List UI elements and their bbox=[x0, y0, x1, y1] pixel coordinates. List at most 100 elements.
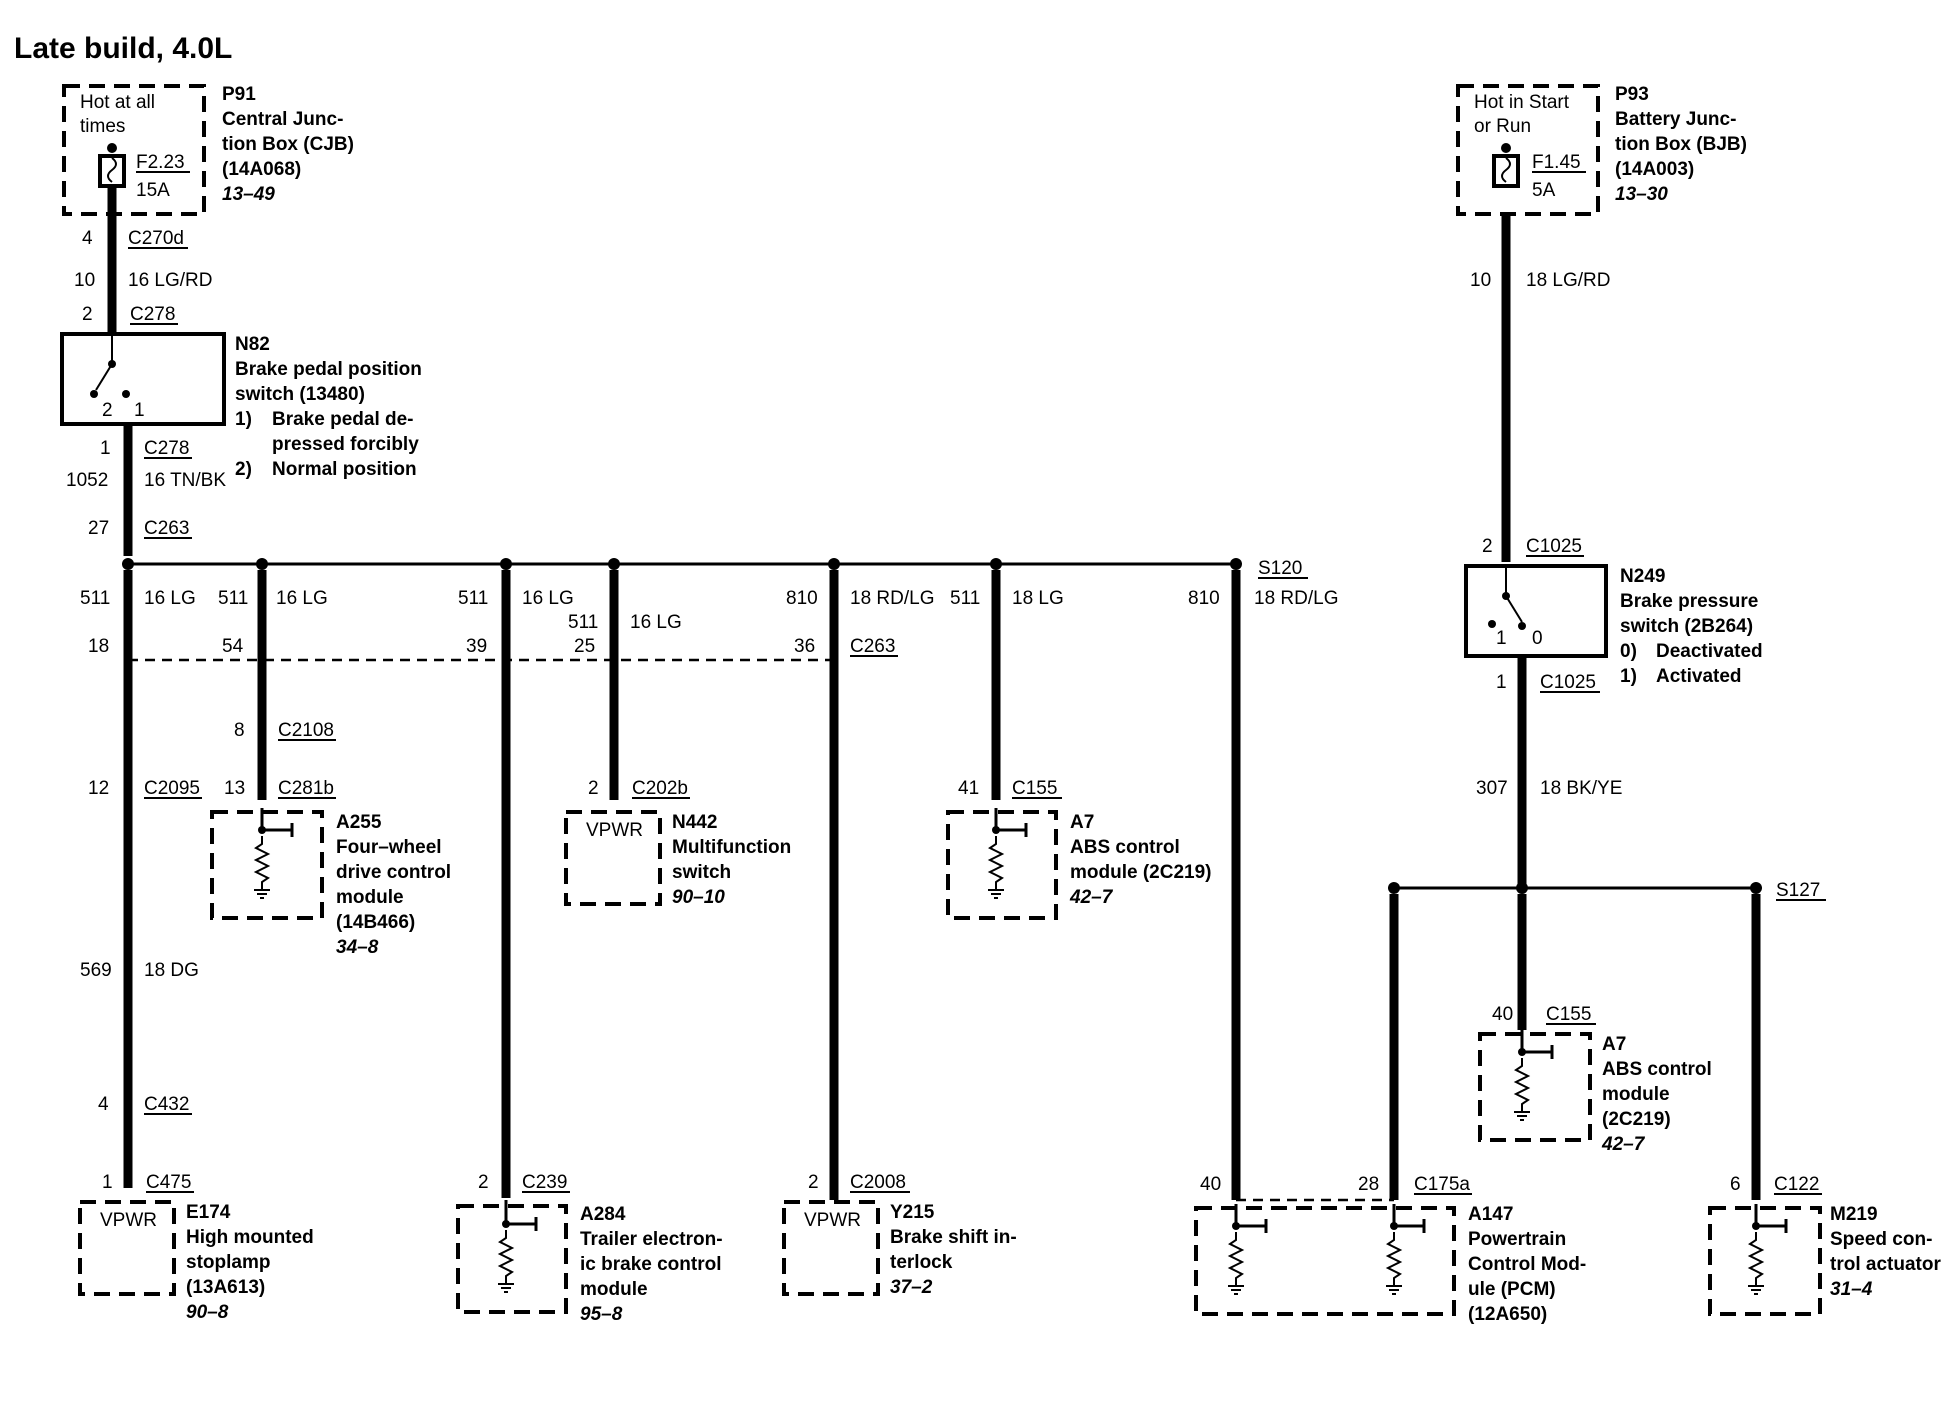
svg-text:tion Box (CJB): tion Box (CJB) bbox=[222, 134, 354, 155]
connector-c270d-pin: 4 bbox=[82, 228, 93, 249]
svg-text:trol actuator: trol actuator bbox=[1830, 1254, 1941, 1275]
svg-text:A7: A7 bbox=[1602, 1034, 1626, 1055]
connector-c1025-bottom: C1025 bbox=[1540, 672, 1596, 693]
svg-text:VPWR: VPWR bbox=[100, 1210, 157, 1231]
svg-text:Control Mod-: Control Mod- bbox=[1468, 1254, 1586, 1275]
svg-text:1: 1 bbox=[102, 1172, 113, 1193]
svg-text:1: 1 bbox=[134, 400, 145, 421]
connector-c175a: C175a bbox=[1414, 1174, 1470, 1195]
a7-abs-control-module: A7 ABS control module (2C219) 42–7 bbox=[946, 808, 1211, 920]
svg-text:(13A613): (13A613) bbox=[186, 1277, 265, 1298]
svg-text:2): 2) bbox=[235, 459, 252, 480]
wire-10b-number: 10 bbox=[1470, 270, 1491, 291]
svg-text:F1.45: F1.45 bbox=[1532, 152, 1581, 173]
svg-text:F2.23: F2.23 bbox=[136, 152, 185, 173]
connector-c475: C475 bbox=[146, 1172, 191, 1193]
svg-text:810: 810 bbox=[786, 588, 818, 609]
svg-text:switch (2B264): switch (2B264) bbox=[1620, 616, 1753, 637]
wire-307-spec: 18 BK/YE bbox=[1540, 778, 1622, 799]
svg-text:31–4: 31–4 bbox=[1830, 1279, 1873, 1300]
a255-four-wheel-drive-control-module: A255 Four–wheel drive control module (14… bbox=[210, 808, 451, 958]
svg-text:4: 4 bbox=[98, 1094, 109, 1115]
svg-text:34–8: 34–8 bbox=[336, 937, 379, 958]
svg-text:C263: C263 bbox=[850, 636, 895, 657]
svg-text:12: 12 bbox=[88, 778, 109, 799]
connector-c270d: C270d bbox=[128, 228, 184, 249]
svg-text:A255: A255 bbox=[336, 812, 382, 833]
svg-text:13: 13 bbox=[224, 778, 245, 799]
svg-text:Brake shift in-: Brake shift in- bbox=[890, 1227, 1017, 1248]
wire-10-spec: 16 LG/RD bbox=[128, 270, 212, 291]
connector-c1025-top: C1025 bbox=[1526, 536, 1582, 557]
svg-text:6: 6 bbox=[1730, 1174, 1741, 1195]
connector-c2095: C2095 bbox=[144, 778, 200, 799]
svg-text:2: 2 bbox=[478, 1172, 489, 1193]
svg-text:27: 27 bbox=[88, 518, 109, 539]
wire-10-number: 10 bbox=[74, 270, 95, 291]
svg-text:Normal position: Normal position bbox=[272, 459, 417, 480]
connector-c2008: C2008 bbox=[850, 1172, 906, 1193]
svg-text:Hot in Start: Hot in Start bbox=[1474, 92, 1570, 113]
svg-text:switch (13480): switch (13480) bbox=[235, 384, 365, 405]
svg-text:511: 511 bbox=[458, 588, 488, 609]
svg-text:Battery Junc-: Battery Junc- bbox=[1615, 109, 1736, 130]
svg-text:40: 40 bbox=[1200, 1174, 1221, 1195]
svg-text:(12A650): (12A650) bbox=[1468, 1304, 1547, 1325]
svg-text:16 LG: 16 LG bbox=[630, 612, 682, 633]
svg-text:2: 2 bbox=[1482, 536, 1493, 557]
svg-text:Hot at all: Hot at all bbox=[80, 92, 155, 113]
svg-text:1): 1) bbox=[235, 409, 252, 430]
svg-text:ABS control: ABS control bbox=[1602, 1059, 1712, 1080]
a284-trailer-brake-control-module: A284 Trailer electron- ic brake control … bbox=[456, 1200, 723, 1325]
wire-1052-spec: 16 TN/BK bbox=[144, 470, 226, 491]
svg-text:16 LG: 16 LG bbox=[276, 588, 328, 609]
svg-text:stoplamp: stoplamp bbox=[186, 1252, 270, 1273]
wire-307-number: 307 bbox=[1476, 778, 1508, 799]
svg-text:module: module bbox=[580, 1279, 648, 1300]
svg-text:511: 511 bbox=[218, 588, 248, 609]
svg-text:18: 18 bbox=[88, 636, 109, 657]
svg-text:E174: E174 bbox=[186, 1202, 231, 1223]
e174-high-mounted-stoplamp: VPWR E174 High mounted stoplamp (13A613)… bbox=[78, 1200, 314, 1323]
svg-text:times: times bbox=[80, 116, 125, 137]
svg-text:A284: A284 bbox=[580, 1204, 626, 1225]
svg-text:Brake pressure: Brake pressure bbox=[1620, 591, 1758, 612]
svg-text:N82: N82 bbox=[235, 334, 270, 355]
svg-text:M219: M219 bbox=[1830, 1204, 1878, 1225]
fuse-icon bbox=[98, 154, 126, 188]
connector-c263-top: C263 bbox=[144, 518, 189, 539]
svg-text:or Run: or Run bbox=[1474, 116, 1531, 137]
svg-text:1: 1 bbox=[1496, 672, 1507, 693]
connector-c122: C122 bbox=[1774, 1174, 1819, 1195]
connector-c155-top: C155 bbox=[1012, 778, 1057, 799]
splice-s127: S127 bbox=[1776, 880, 1820, 901]
svg-text:2: 2 bbox=[808, 1172, 819, 1193]
svg-text:ule (PCM): ule (PCM) bbox=[1468, 1279, 1556, 1300]
connector-c2108: C2108 bbox=[278, 720, 334, 741]
svg-text:A147: A147 bbox=[1468, 1204, 1513, 1225]
svg-text:36: 36 bbox=[794, 636, 815, 657]
svg-text:2: 2 bbox=[588, 778, 599, 799]
svg-text:Speed con-: Speed con- bbox=[1830, 1229, 1932, 1250]
svg-text:High mounted: High mounted bbox=[186, 1227, 314, 1248]
connector-c202b: C202b bbox=[632, 778, 688, 799]
svg-text:13–30: 13–30 bbox=[1615, 184, 1668, 205]
svg-text:module: module bbox=[1602, 1084, 1670, 1105]
splice-s120: S120 bbox=[1258, 558, 1302, 579]
svg-text:511: 511 bbox=[80, 588, 110, 609]
svg-text:switch: switch bbox=[672, 862, 731, 883]
fuse-icon bbox=[1492, 154, 1520, 188]
m219-speed-control-actuator: M219 Speed con- trol actuator 31–4 bbox=[1708, 1204, 1941, 1316]
svg-text:16 LG: 16 LG bbox=[144, 588, 196, 609]
svg-text:P93: P93 bbox=[1615, 84, 1649, 105]
a147-powertrain-control-module: A147 Powertrain Control Mod- ule (PCM) (… bbox=[1194, 1204, 1586, 1325]
svg-text:95–8: 95–8 bbox=[580, 1304, 623, 1325]
svg-text:15A: 15A bbox=[136, 180, 170, 201]
svg-text:Multifunction: Multifunction bbox=[672, 837, 791, 858]
n249-brake-pressure-switch: 1 0 N249 Brake pressure switch (2B264) 0… bbox=[1464, 564, 1763, 687]
svg-text:P91: P91 bbox=[222, 84, 256, 105]
svg-text:pressed forcibly: pressed forcibly bbox=[272, 434, 419, 455]
svg-text:(14A068): (14A068) bbox=[222, 159, 301, 180]
svg-text:Brake pedal de-: Brake pedal de- bbox=[272, 409, 414, 430]
